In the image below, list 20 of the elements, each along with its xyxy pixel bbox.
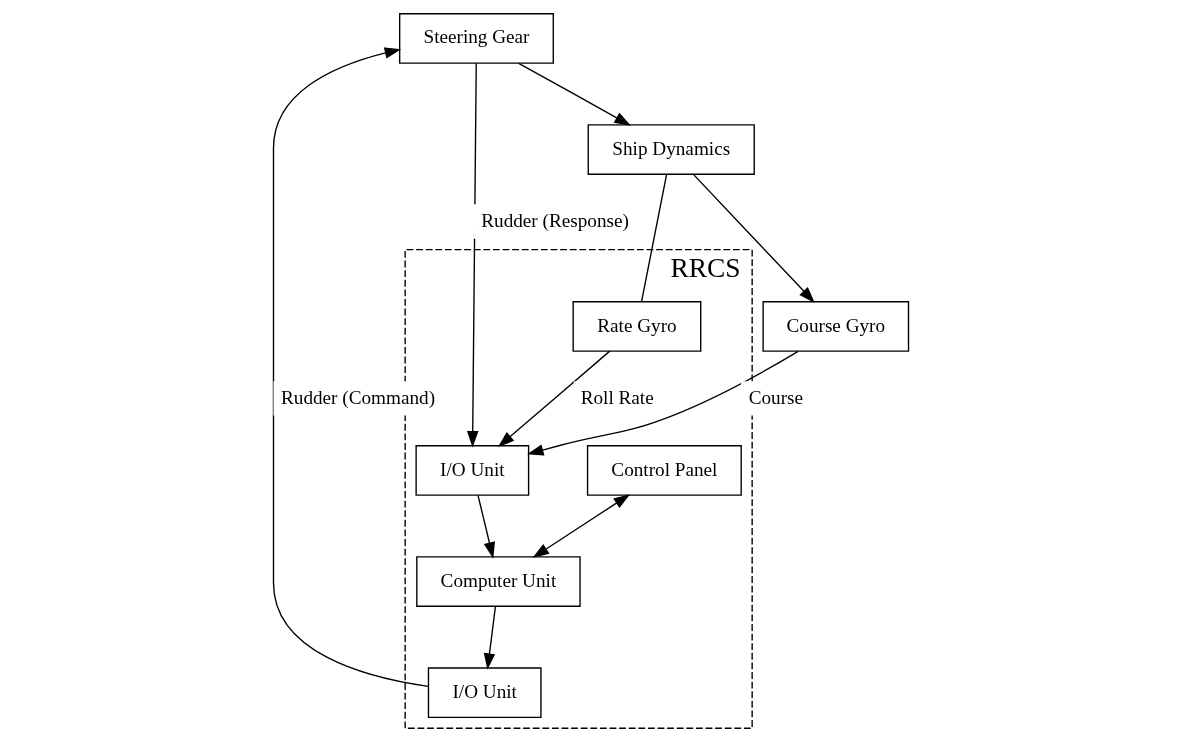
arrow (692, 173, 815, 303)
node-box: I/O Unit (427, 667, 542, 718)
connector (640, 173, 667, 303)
arrow (497, 350, 610, 448)
node-box: Rate Gyro (572, 301, 701, 352)
arrow (526, 350, 799, 456)
edge-label: Roll Rate (580, 387, 654, 409)
node-box: Steering Gear (398, 13, 554, 64)
node-box: Ship Dynamics (587, 124, 755, 175)
arrow (483, 605, 496, 670)
arrow (476, 494, 495, 559)
arrow (272, 47, 429, 688)
arrow (466, 62, 478, 448)
arrow (517, 62, 631, 126)
node-box: Course Gyro (761, 301, 909, 352)
edge-label: Rudder (Response) (480, 210, 629, 232)
node-box: Computer Unit (415, 556, 581, 607)
arrow (532, 494, 630, 558)
node-box: Control Panel (586, 445, 742, 496)
node-box: I/O Unit (414, 445, 529, 496)
